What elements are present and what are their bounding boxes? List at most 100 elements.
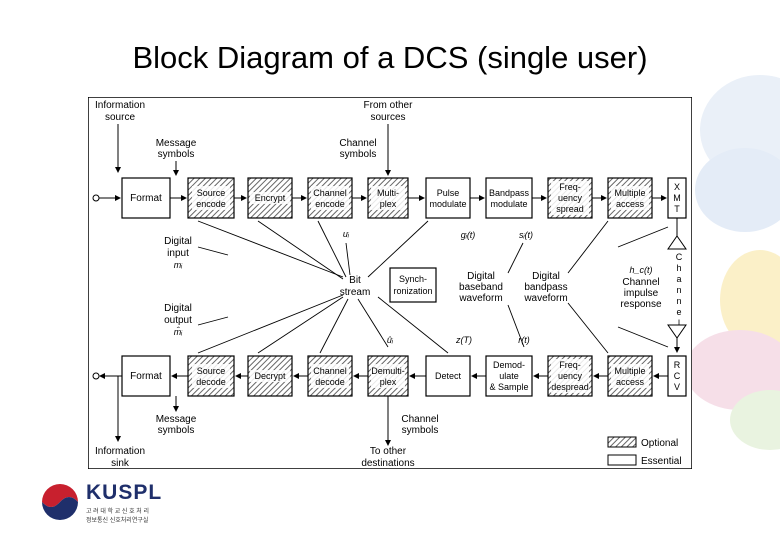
svg-text:spread: spread <box>556 204 584 214</box>
label-digital-baseband-3: waveform <box>458 293 502 304</box>
label-digital-baseband: Digital <box>467 271 495 282</box>
label-h-c-t: h_c(t) <box>629 265 652 275</box>
svg-text:modulate: modulate <box>490 199 527 209</box>
label-info-source-2: source <box>105 112 135 123</box>
svg-text:despread: despread <box>551 382 589 392</box>
rx-block-demultiplex: Demulti- plex <box>367 355 409 397</box>
label-channel-impulse-2: impulse <box>624 288 659 299</box>
label-msg-sym-top: Message <box>156 138 197 149</box>
svg-text:Pulse: Pulse <box>437 188 460 198</box>
logo-text: KUSPL <box>86 481 163 504</box>
tx-block-bandpass-modulate: Bandpass modulate <box>485 177 533 219</box>
tx-block-source-encode: Source encode <box>187 177 235 219</box>
channel-letter: a <box>676 274 681 284</box>
svg-text:X: X <box>674 182 680 192</box>
decor-bubble <box>695 148 780 232</box>
kuspl-logo-icon <box>42 484 78 520</box>
rx-block-multiple-access: Multiple access <box>607 355 653 397</box>
svg-text:encode: encode <box>315 199 345 209</box>
rx-block-decrypt: Decrypt <box>247 355 293 397</box>
channel-letter: e <box>676 307 681 317</box>
rx-block-source-decode: Source decode <box>187 355 235 397</box>
svg-text:Source: Source <box>197 188 226 198</box>
label-from-other-2: sources <box>370 112 405 123</box>
svg-text:Encrypt: Encrypt <box>255 193 286 203</box>
label-digital-bandpass: Digital <box>532 271 560 282</box>
svg-text:Bandpass: Bandpass <box>489 188 530 198</box>
label-info-sink: Information <box>95 446 145 457</box>
label-msg-sym-bottom: Message <box>156 414 197 425</box>
label-digital-output-2: output <box>164 315 192 326</box>
tx-block-frequency-spread: Freq- uency spread <box>547 177 593 219</box>
legend: Optional Essential <box>607 436 682 467</box>
label-bit-stream-2: stream <box>340 287 371 298</box>
sync-block: Synch- ronization <box>389 267 437 303</box>
tx-block-pulse-modulate: Pulse modulate <box>425 177 471 219</box>
label-r-t: r(t) <box>518 335 530 345</box>
rx-block-demodulate-sample: Demod- ulate & Sample <box>485 355 533 397</box>
label-m-hat-i: m̂ᵢ <box>174 327 183 337</box>
svg-text:decode: decode <box>196 377 226 387</box>
decor-bubble <box>730 390 780 450</box>
svg-text:Source: Source <box>197 366 226 376</box>
logo-subtext: 고 려 대 학 교 신 호 처 리 정보통신 신호처리연구실 <box>86 506 149 524</box>
channel-letter: C <box>676 252 683 262</box>
tx-block-channel-encode: Channel encode <box>307 177 353 219</box>
bit-stream-links <box>197 220 669 354</box>
rx-block-channel-decode: Channel decode <box>307 355 353 397</box>
label-chan-sym-bottom: Channel <box>401 414 438 425</box>
svg-text:Demod-: Demod- <box>493 360 525 370</box>
rx-block-format: Format <box>121 355 171 397</box>
svg-text:Channel: Channel <box>313 366 347 376</box>
label-digital-baseband-2: baseband <box>459 282 503 293</box>
svg-text:access: access <box>616 377 645 387</box>
label-to-other-2: destinations <box>361 458 414 469</box>
logo-subtext-line-1: 고 려 대 학 교 신 호 처 리 <box>86 509 150 515</box>
legend-essential-swatch <box>607 454 637 466</box>
tx-block-format: Format <box>121 177 171 219</box>
tx-block-multiplex: Multi- plex <box>367 177 409 219</box>
label-z-T: z(T) <box>455 335 472 345</box>
legend-optional-swatch <box>607 436 637 448</box>
svg-text:Freq-: Freq- <box>559 182 581 192</box>
label-digital-input-2: input <box>167 248 189 259</box>
label-u-hat-i: ûᵢ <box>387 335 394 345</box>
rx-output-node <box>92 372 100 380</box>
svg-text:Format: Format <box>130 371 162 382</box>
tx-block-multiple-access: Multiple access <box>607 177 653 219</box>
svg-text:plex: plex <box>380 377 397 387</box>
label-s-i-t: sᵢ(t) <box>519 230 533 240</box>
xmt-block: X M T <box>667 177 687 219</box>
tx-input-node <box>92 194 100 202</box>
svg-text:R: R <box>674 360 681 370</box>
label-info-sink-2: sink <box>111 458 130 469</box>
dcs-block-diagram: Information source From other sources Me… <box>88 97 692 469</box>
logo-subtext-line-2: 정보통신 신호처리연구실 <box>86 518 149 524</box>
svg-text:Synch-: Synch- <box>399 274 427 284</box>
svg-text:C: C <box>674 371 681 381</box>
svg-text:T: T <box>674 204 680 214</box>
svg-text:& Sample: & Sample <box>489 382 528 392</box>
svg-text:Decrypt: Decrypt <box>254 371 286 381</box>
svg-text:plex: plex <box>380 199 397 209</box>
label-chan-sym-top: Channel <box>339 138 376 149</box>
label-g-i-t: gᵢ(t) <box>461 230 476 240</box>
channel-letter: l <box>678 318 680 328</box>
label-digital-output: Digital <box>164 303 192 314</box>
label-chan-sym-bottom-2: symbols <box>402 425 439 436</box>
channel-letter: n <box>676 296 681 306</box>
label-digital-input: Digital <box>164 236 192 247</box>
label-info-source: Information <box>95 100 145 111</box>
label-channel-impulse-3: response <box>620 299 662 310</box>
svg-text:ulate: ulate <box>499 371 519 381</box>
svg-text:Demulti-: Demulti- <box>371 366 405 376</box>
rx-block-frequency-despread: Freq- uency despread <box>547 355 593 397</box>
svg-text:uency: uency <box>558 371 583 381</box>
label-msg-sym-top-2: symbols <box>158 149 195 160</box>
svg-text:Format: Format <box>130 193 162 204</box>
svg-text:Detect: Detect <box>435 371 462 381</box>
svg-text:Channel: Channel <box>313 188 347 198</box>
label-u-i: uᵢ <box>343 229 350 239</box>
legend-optional-label: Optional <box>641 438 678 449</box>
